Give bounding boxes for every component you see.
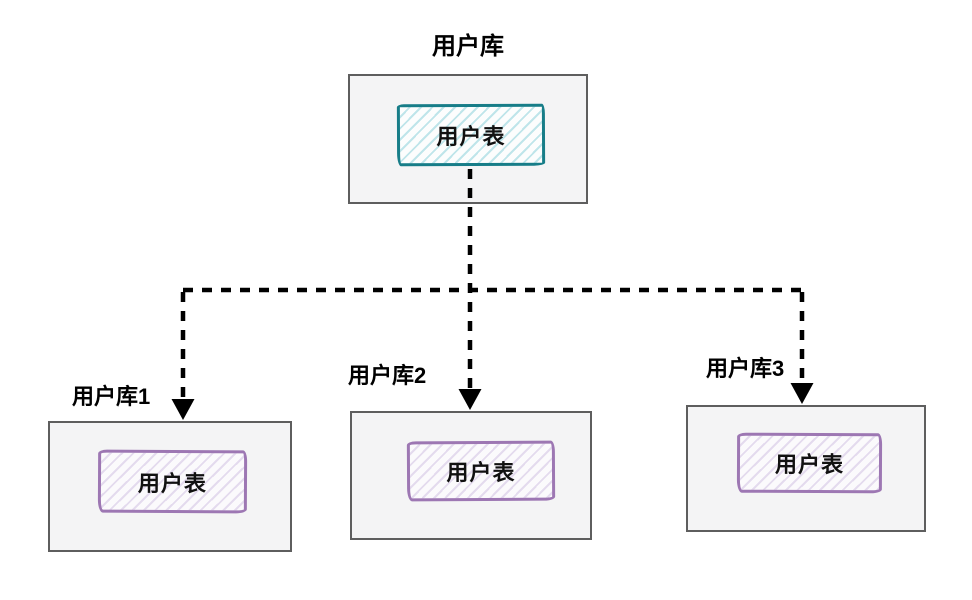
shard1-db-container <box>48 421 292 552</box>
source-user-table: 用户表 <box>396 103 546 167</box>
shard2-db-label: 用户库2 <box>348 363 427 388</box>
shard1-user-table-label: 用户表 <box>137 470 208 496</box>
arrowhead-center-icon <box>458 389 482 410</box>
shard2-user-table-label: 用户表 <box>446 459 516 486</box>
source-user-table-label: 用户表 <box>436 123 506 150</box>
shard2-user-table: 用户表 <box>406 440 556 502</box>
arrowhead-right-icon <box>790 383 814 404</box>
arrowhead-left-icon <box>171 399 195 420</box>
shard1-user-table: 用户表 <box>97 449 248 514</box>
shard3-db-label: 用户库3 <box>706 356 785 381</box>
shard3-user-table-label: 用户表 <box>774 451 845 478</box>
shard3-user-table: 用户表 <box>736 432 883 494</box>
source-db-label: 用户库 <box>432 33 504 60</box>
shard1-db-label: 用户库1 <box>72 384 151 409</box>
shard3-db-container <box>686 405 926 532</box>
